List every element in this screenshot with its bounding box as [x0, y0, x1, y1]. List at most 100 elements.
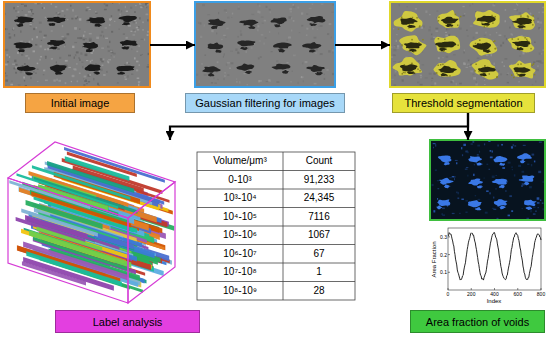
- image-grain: [453, 54, 456, 55]
- image-grain: [82, 66, 84, 68]
- void-shape: [479, 73, 487, 76]
- image-grain: [130, 31, 132, 32]
- segmented-speckle: [496, 77, 498, 79]
- image-grain: [511, 210, 513, 212]
- image-grain: [324, 78, 326, 80]
- image-grain: [465, 212, 467, 214]
- image-grain: [535, 80, 536, 82]
- image-grain: [43, 70, 45, 72]
- image-grain: [288, 16, 291, 18]
- image-grain: [507, 73, 509, 74]
- image-grain: [542, 202, 544, 204]
- image-grain: [79, 57, 80, 59]
- image-grain: [229, 67, 231, 69]
- segmented-speckle: [474, 70, 476, 72]
- void-shape: [478, 67, 496, 73]
- image-grain: [135, 22, 137, 23]
- image-grain: [454, 178, 455, 180]
- segmented-speckle: [411, 39, 413, 41]
- image-ground: [4, 2, 150, 87]
- image-grain: [110, 51, 112, 53]
- image-grain: [10, 84, 13, 86]
- image-grain: [529, 186, 532, 188]
- table-cell-count: 1067: [283, 226, 355, 245]
- image-grain: [101, 31, 103, 33]
- image-grain: [469, 66, 472, 67]
- void-shape: [282, 70, 289, 74]
- image-grain: [418, 60, 420, 62]
- image-grain: [15, 10, 17, 12]
- image-grain: [442, 208, 445, 209]
- image-grain: [226, 28, 228, 30]
- void-shape: [526, 206, 533, 209]
- image-grain: [80, 37, 83, 39]
- image-grain: [537, 21, 539, 23]
- image-grain: [538, 171, 541, 173]
- image-grain: [221, 39, 223, 40]
- image-grain: [298, 82, 299, 84]
- void-shape: [273, 43, 292, 49]
- segmented-speckle: [494, 40, 496, 42]
- void-shape: [309, 49, 316, 52]
- image-grain: [146, 14, 149, 16]
- segmented-speckle: [449, 75, 451, 77]
- image-grain: [445, 34, 448, 36]
- image-grain: [266, 81, 269, 82]
- image-frame: [430, 140, 545, 220]
- image-grain: [147, 19, 148, 21]
- image-grain: [37, 69, 39, 70]
- void-shape: [121, 46, 129, 49]
- segmented-speckle: [530, 48, 532, 50]
- image-grain: [61, 36, 63, 37]
- image-grain: [29, 24, 31, 25]
- image-grain: [539, 142, 542, 143]
- image-grain: [270, 80, 271, 81]
- image-grain: [489, 34, 490, 35]
- image-grain: [124, 76, 126, 78]
- void-shape: [116, 66, 134, 72]
- void-shape: [468, 156, 482, 162]
- tick-mark: [541, 288, 542, 290]
- image-grain: [324, 74, 325, 76]
- image-grain: [53, 80, 55, 82]
- image-grain: [270, 11, 271, 13]
- image-grain: [39, 22, 42, 24]
- image-grain: [483, 78, 485, 79]
- image-grain: [57, 48, 60, 50]
- void-shape: [47, 17, 66, 23]
- image-grain: [485, 212, 488, 214]
- image-grain: [120, 13, 121, 15]
- image-grain: [111, 15, 112, 17]
- image-grain: [504, 35, 506, 37]
- process-step: Gaussian filtering for images: [195, 2, 335, 113]
- image-grain: [301, 76, 304, 78]
- image-grain: [448, 34, 450, 36]
- image-grain: [312, 3, 314, 5]
- image-grain: [504, 58, 507, 59]
- image-grain: [466, 30, 467, 31]
- image-grain: [35, 44, 37, 46]
- image-grain: [475, 195, 476, 196]
- image-grain: [237, 51, 239, 53]
- image-grain: [237, 52, 240, 54]
- void-shape: [513, 67, 530, 73]
- segmented-speckle: [527, 16, 529, 18]
- tick-mark: [517, 288, 518, 290]
- void-shape: [248, 26, 255, 29]
- image-grain: [110, 50, 113, 52]
- segmented-speckle: [492, 22, 494, 24]
- image-grain: [134, 31, 136, 33]
- flow-arrow: [170, 113, 468, 140]
- image-grain: [435, 30, 438, 32]
- image-grain: [465, 169, 468, 170]
- image-grain: [431, 34, 432, 36]
- image-grain: [537, 202, 540, 203]
- image-grain: [396, 34, 398, 35]
- image-grain: [288, 36, 291, 38]
- image-grain: [276, 60, 278, 62]
- fiber-label: [26, 251, 121, 286]
- void-shape: [85, 64, 101, 71]
- void-shape: [468, 178, 483, 185]
- image-grain: [236, 81, 237, 83]
